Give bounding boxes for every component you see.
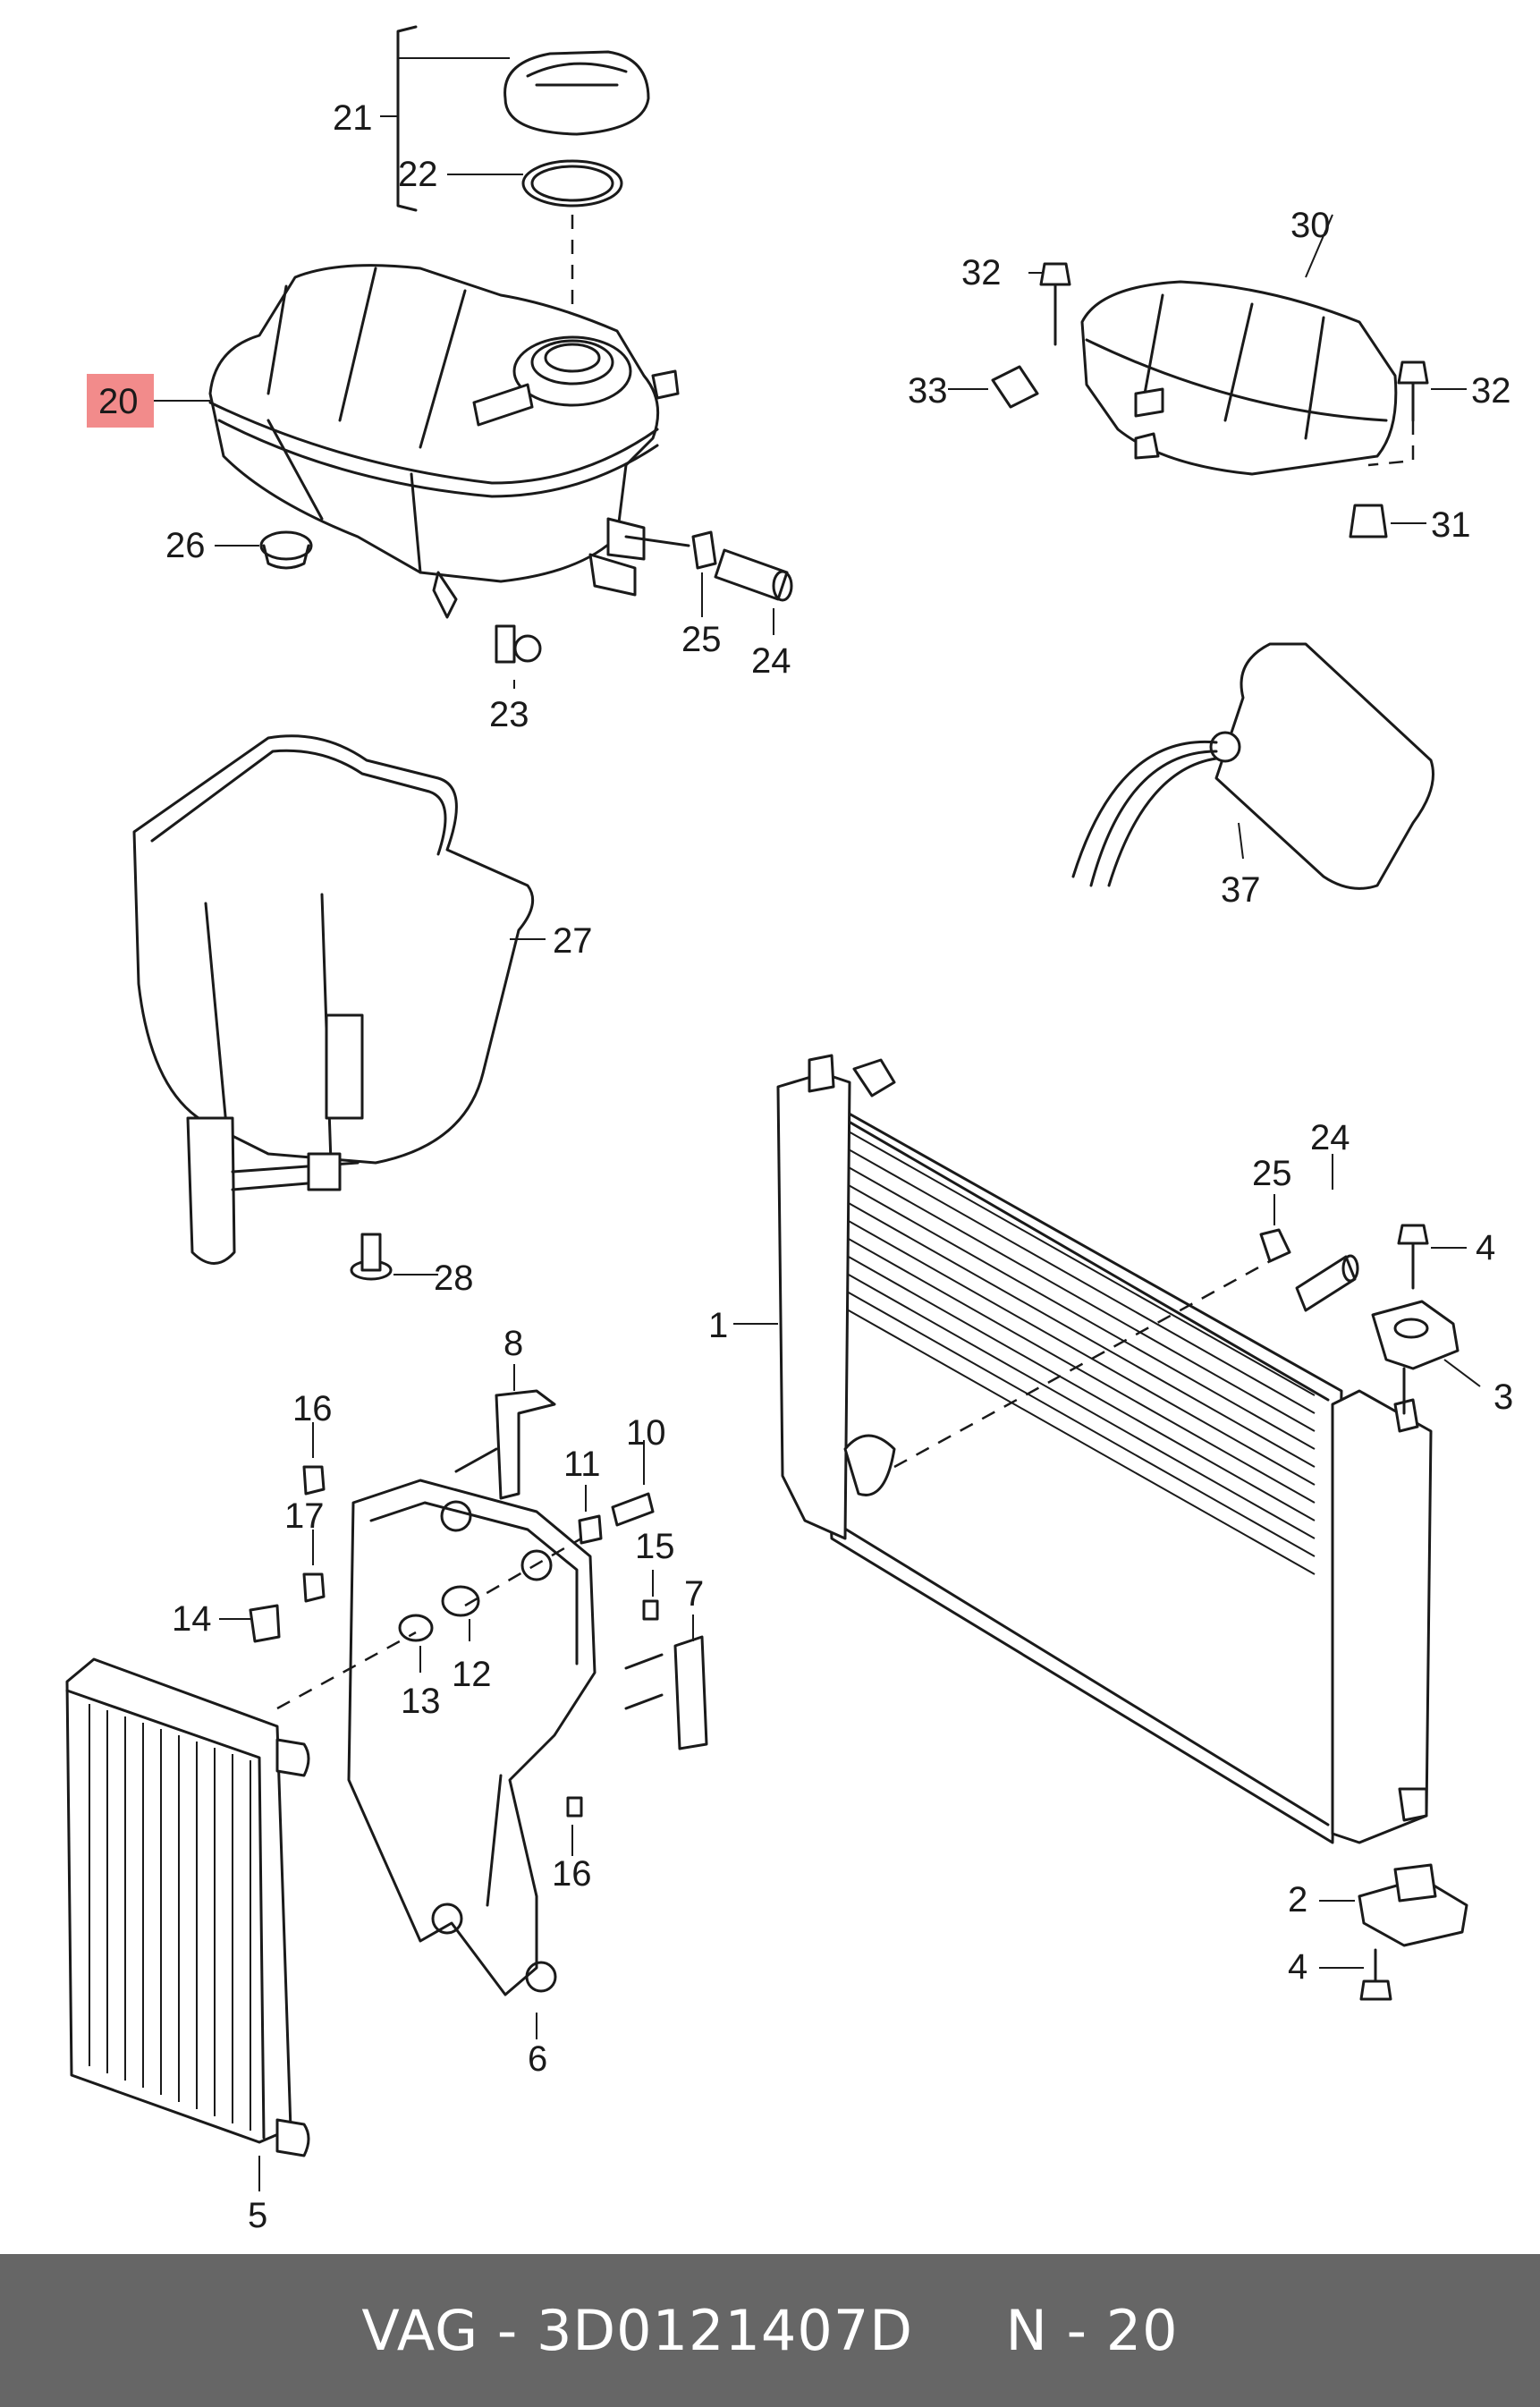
callout-20: 20 xyxy=(98,382,139,421)
callout-26: 26 xyxy=(165,526,206,565)
hose-24-right xyxy=(1295,1254,1359,1312)
screw-23 xyxy=(495,624,542,664)
callout-23: 23 xyxy=(489,695,529,734)
callout-highlight xyxy=(87,374,154,428)
callout-13: 13 xyxy=(401,1682,441,1721)
callout-2: 2 xyxy=(1288,1880,1307,1920)
mount-3 xyxy=(1371,1300,1460,1415)
callout-32-right: 32 xyxy=(1471,371,1511,411)
callout-16-bottom: 16 xyxy=(552,1854,592,1894)
callout-31: 31 xyxy=(1431,505,1471,545)
expansion-tank xyxy=(208,264,680,619)
callout-21: 21 xyxy=(333,98,373,138)
callout-24-top: 24 xyxy=(751,641,791,681)
screw-32-right xyxy=(1397,360,1429,422)
part-number-footer: VAG - 3D0121407D N - 20 xyxy=(0,2254,1540,2407)
callout-28: 28 xyxy=(434,1259,474,1298)
callout-37: 37 xyxy=(1221,870,1261,910)
callout-4-top: 4 xyxy=(1476,1228,1495,1267)
callout-17: 17 xyxy=(284,1496,325,1536)
callout-5: 5 xyxy=(248,2196,267,2235)
callout-22: 22 xyxy=(398,155,438,194)
callout-4-bottom: 4 xyxy=(1288,1947,1307,1987)
mounting-bracket-6 xyxy=(347,1479,597,1996)
part-number-text: VAG - 3D0121407D N - 20 xyxy=(361,2298,1179,2363)
callout-25-top: 25 xyxy=(681,620,722,659)
callout-11: 11 xyxy=(563,1445,601,1484)
bolt-28 xyxy=(350,1233,393,1281)
callout-24-right: 24 xyxy=(1310,1118,1350,1157)
hose-24 xyxy=(714,548,793,602)
mount-2 xyxy=(1358,1863,1468,1947)
callout-33: 33 xyxy=(908,371,948,411)
callout-30: 30 xyxy=(1290,206,1331,245)
callout-8: 8 xyxy=(503,1324,523,1363)
callout-27: 27 xyxy=(553,921,593,961)
callout-3: 3 xyxy=(1493,1377,1513,1417)
callout-15: 15 xyxy=(635,1527,675,1566)
callout-14: 14 xyxy=(172,1599,212,1639)
callout-10: 10 xyxy=(626,1413,666,1453)
sensor-37 xyxy=(1071,642,1434,890)
expansion-tank-variant xyxy=(1080,280,1398,476)
bracket-33 xyxy=(991,365,1039,409)
bolt-4-bottom xyxy=(1359,1948,1392,2001)
callout-32-left: 32 xyxy=(961,253,1002,292)
plug-26 xyxy=(259,530,313,570)
main-radiator xyxy=(776,1054,1433,1844)
callout-12: 12 xyxy=(452,1655,492,1694)
callout-6: 6 xyxy=(528,2039,547,2079)
clip-25 xyxy=(691,530,717,570)
callout-25-right: 25 xyxy=(1252,1154,1292,1193)
clip-25-right xyxy=(1259,1228,1291,1263)
bracket-7 xyxy=(673,1635,708,1750)
bracket-8 xyxy=(495,1389,556,1500)
protective-housing xyxy=(132,734,535,1265)
screw-32-left xyxy=(1039,262,1071,346)
parts-diagram: 1 2 3 4 4 5 6 7 8 10 11 12 13 14 15 16 1… xyxy=(65,25,1513,2235)
small-parts xyxy=(249,1447,664,1818)
callout-16-top: 16 xyxy=(292,1389,333,1428)
auxiliary-radiator xyxy=(65,1657,310,2157)
filler-cap xyxy=(503,50,650,136)
bolt-4-top xyxy=(1397,1224,1429,1290)
callout-labels: 1 2 3 4 4 5 6 7 8 10 11 12 13 14 15 16 1… xyxy=(98,98,1513,2235)
callout-1: 1 xyxy=(708,1306,728,1345)
grommet-31 xyxy=(1349,504,1388,538)
cap-seal-ring xyxy=(521,159,623,208)
callout-7: 7 xyxy=(684,1574,704,1614)
